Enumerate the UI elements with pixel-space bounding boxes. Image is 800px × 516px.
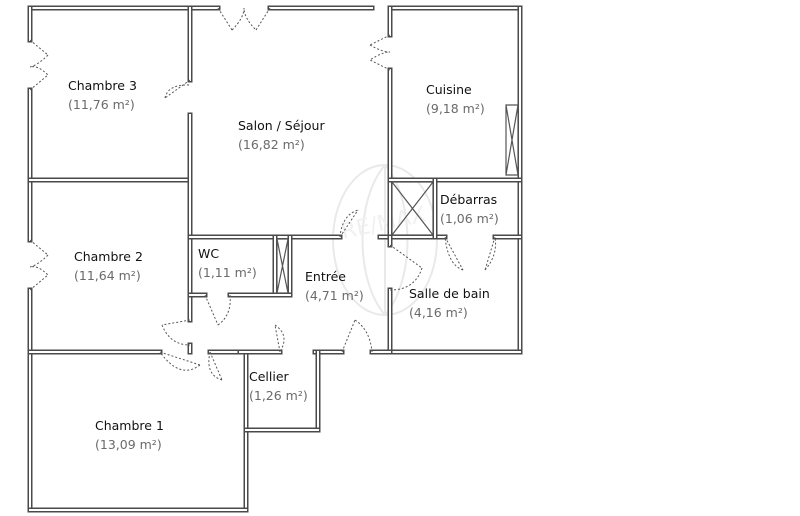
room-name: WC — [198, 246, 220, 261]
room-area: (1,26 m²) — [249, 388, 308, 403]
door-swing — [217, 7, 271, 31]
room-chambre-2: Chambre 2 (11,64 m²) — [74, 247, 143, 285]
room-area: (16,82 m²) — [238, 137, 305, 152]
room-name: Chambre 2 — [74, 249, 143, 264]
door-swing — [341, 319, 373, 353]
room-name: Entrée — [305, 269, 346, 284]
room-salon-sejour: Salon / Séjour (16,82 m²) — [238, 116, 325, 154]
door-swing — [484, 236, 496, 271]
room-name: Débarras — [440, 192, 498, 207]
room-area: (4,71 m²) — [305, 288, 364, 303]
door-swing — [389, 244, 423, 291]
door-swing — [339, 209, 359, 238]
room-name: Salle de bain — [409, 286, 490, 301]
door-swing — [164, 79, 191, 99]
walls — [27, 5, 523, 513]
room-area: (11,76 m²) — [68, 97, 135, 112]
room-name: Chambre 1 — [95, 418, 164, 433]
door-swing — [29, 239, 49, 291]
room-area: (1,11 m²) — [198, 265, 257, 280]
room-cellier: Cellier (1,26 m²) — [249, 367, 308, 405]
door-swing — [208, 351, 223, 381]
closet-cross — [276, 238, 289, 294]
room-wc: WC (1,11 m²) — [198, 244, 257, 282]
door-swing — [204, 294, 231, 326]
room-chambre-3: Chambre 3 (11,76 m²) — [68, 76, 137, 114]
room-chambre-1: Chambre 1 (13,09 m²) — [95, 416, 164, 454]
room-name: Chambre 3 — [68, 78, 137, 93]
room-area: (4,16 m²) — [409, 305, 468, 320]
door-swing — [274, 324, 285, 353]
room-area: (13,09 m²) — [95, 437, 162, 452]
room-cuisine: Cuisine (9,18 m²) — [426, 80, 485, 118]
doors — [29, 7, 496, 381]
closet-cross — [505, 104, 519, 176]
door-swing — [369, 34, 391, 71]
door-swing — [159, 351, 201, 371]
door-swing — [444, 236, 464, 271]
room-entree: Entrée (4,71 m²) — [305, 267, 364, 305]
room-name: Salon / Séjour — [238, 118, 325, 133]
closets — [276, 104, 519, 294]
door-swing — [29, 39, 49, 91]
room-area: (9,18 m²) — [426, 101, 485, 116]
room-name: Cuisine — [426, 82, 472, 97]
room-area: (11,64 m²) — [74, 268, 141, 283]
room-debarras: Débarras (1,06 m²) — [440, 190, 499, 228]
room-salle-de-bain: Salle de bain (4,16 m²) — [409, 284, 490, 322]
room-name: Cellier — [249, 369, 289, 384]
room-area: (1,06 m²) — [440, 211, 499, 226]
door-swing — [161, 319, 191, 346]
closet-cross — [391, 181, 434, 236]
